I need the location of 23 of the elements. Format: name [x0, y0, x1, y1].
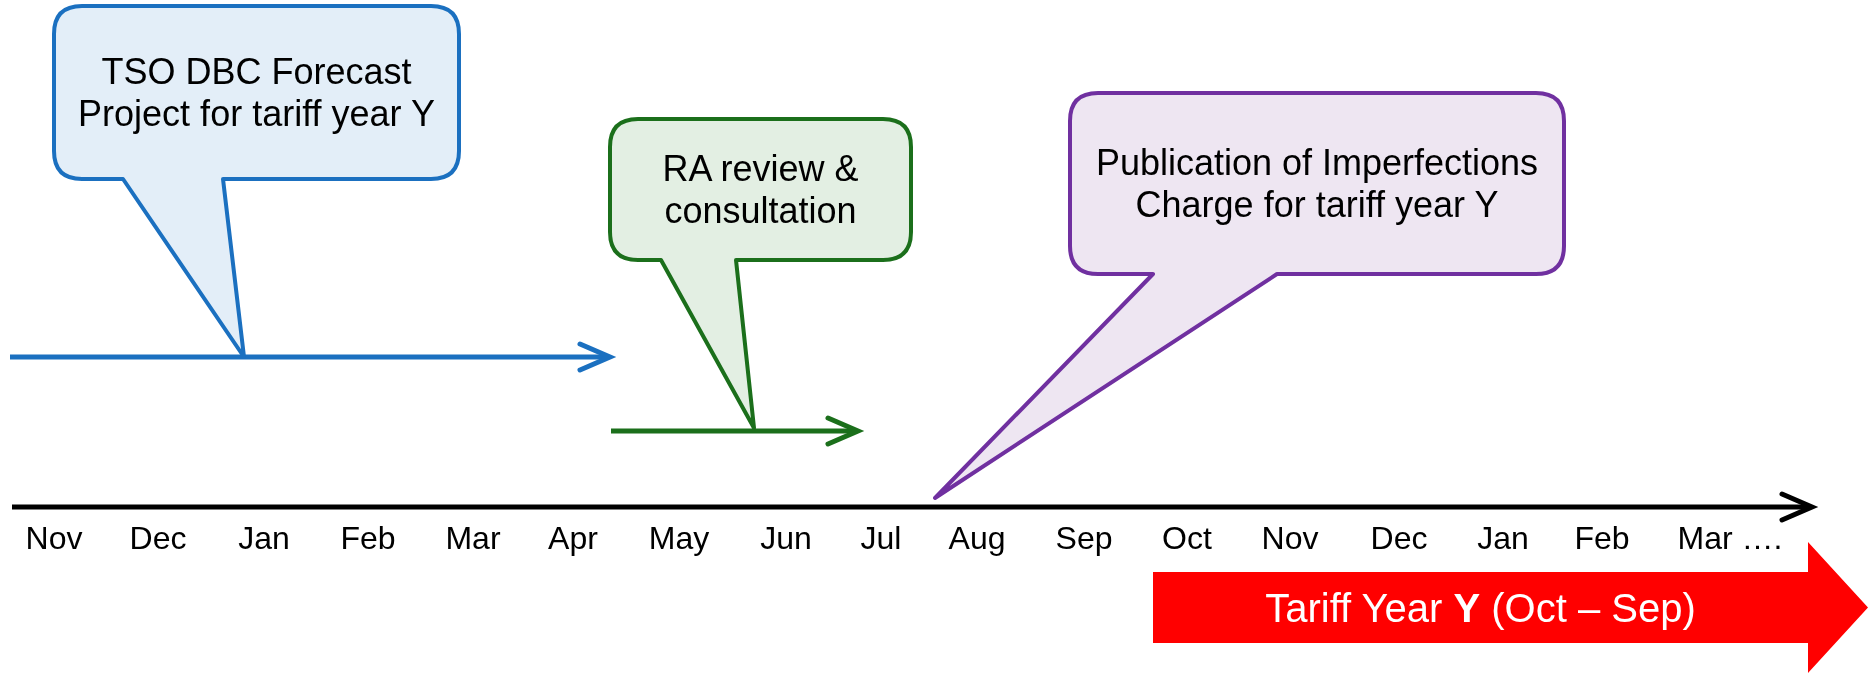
month-label: Feb [340, 520, 396, 557]
month-label: May [648, 520, 710, 557]
speech-bubble [932, 90, 1567, 501]
month-label: Aug [948, 520, 1006, 557]
month-label: Jan [1477, 520, 1529, 557]
speech-bubble [607, 116, 914, 431]
month-label: Sep [1055, 520, 1113, 557]
month-label: Apr [548, 520, 598, 557]
month-label: Dec [129, 520, 187, 557]
month-label: Nov [1261, 520, 1319, 557]
month-label: Feb [1574, 520, 1630, 557]
period-label: Tariff Year Y (Oct – Sep) [1265, 586, 1696, 629]
month-label: Jan [238, 520, 290, 557]
callout-text: RA review & consultation [661, 147, 860, 232]
month-label: Oct [1162, 520, 1212, 557]
month-label: Dec [1370, 520, 1428, 557]
month-label: Mar …. [1677, 520, 1783, 557]
callout-text: Publication of Imperfections Charge for tariff year Y [1094, 141, 1540, 226]
callout-text: TSO DBC Forecast Project for tariff year Y [77, 50, 436, 135]
month-label: Nov [25, 520, 83, 557]
month-label: Jul [860, 520, 902, 557]
month-label: Mar [445, 520, 501, 557]
month-label: Jun [760, 520, 812, 557]
